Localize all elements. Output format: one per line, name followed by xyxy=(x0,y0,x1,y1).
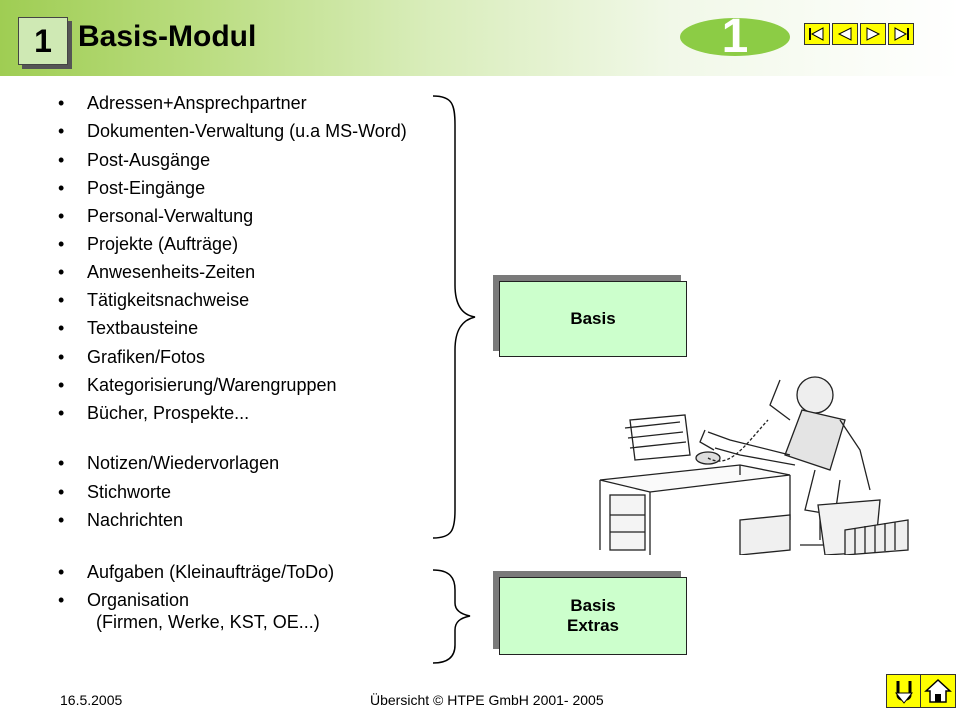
footer-copyright: Übersicht © HTPE GmbH 2001- 2005 xyxy=(370,692,604,708)
first-slide-button[interactable] xyxy=(804,23,830,45)
last-slide-button[interactable] xyxy=(888,23,914,45)
extras-brace xyxy=(432,569,471,664)
office-worker-illustration xyxy=(599,376,909,555)
next-slide-button[interactable] xyxy=(860,23,886,45)
first-page-icon xyxy=(809,27,824,41)
module-number-badge: 1 xyxy=(18,17,68,65)
header-band xyxy=(0,0,960,76)
basis-brace xyxy=(432,95,476,539)
footer-date: 16.5.2005 xyxy=(60,692,123,708)
page-title: Basis-Modul xyxy=(78,20,257,53)
page-number-indicator: 1 xyxy=(680,13,790,61)
last-page-icon xyxy=(894,27,909,41)
return-button[interactable] xyxy=(886,674,922,708)
basis-box: Basis xyxy=(499,281,687,357)
return-icon xyxy=(894,681,914,704)
next-page-icon xyxy=(866,27,881,41)
basis-extras-box: Basis Extras xyxy=(499,577,687,655)
previous-page-icon xyxy=(837,27,852,41)
previous-slide-button[interactable] xyxy=(832,23,858,45)
home-icon xyxy=(924,678,952,703)
slide-navigation xyxy=(804,23,914,45)
home-button[interactable] xyxy=(920,674,956,708)
